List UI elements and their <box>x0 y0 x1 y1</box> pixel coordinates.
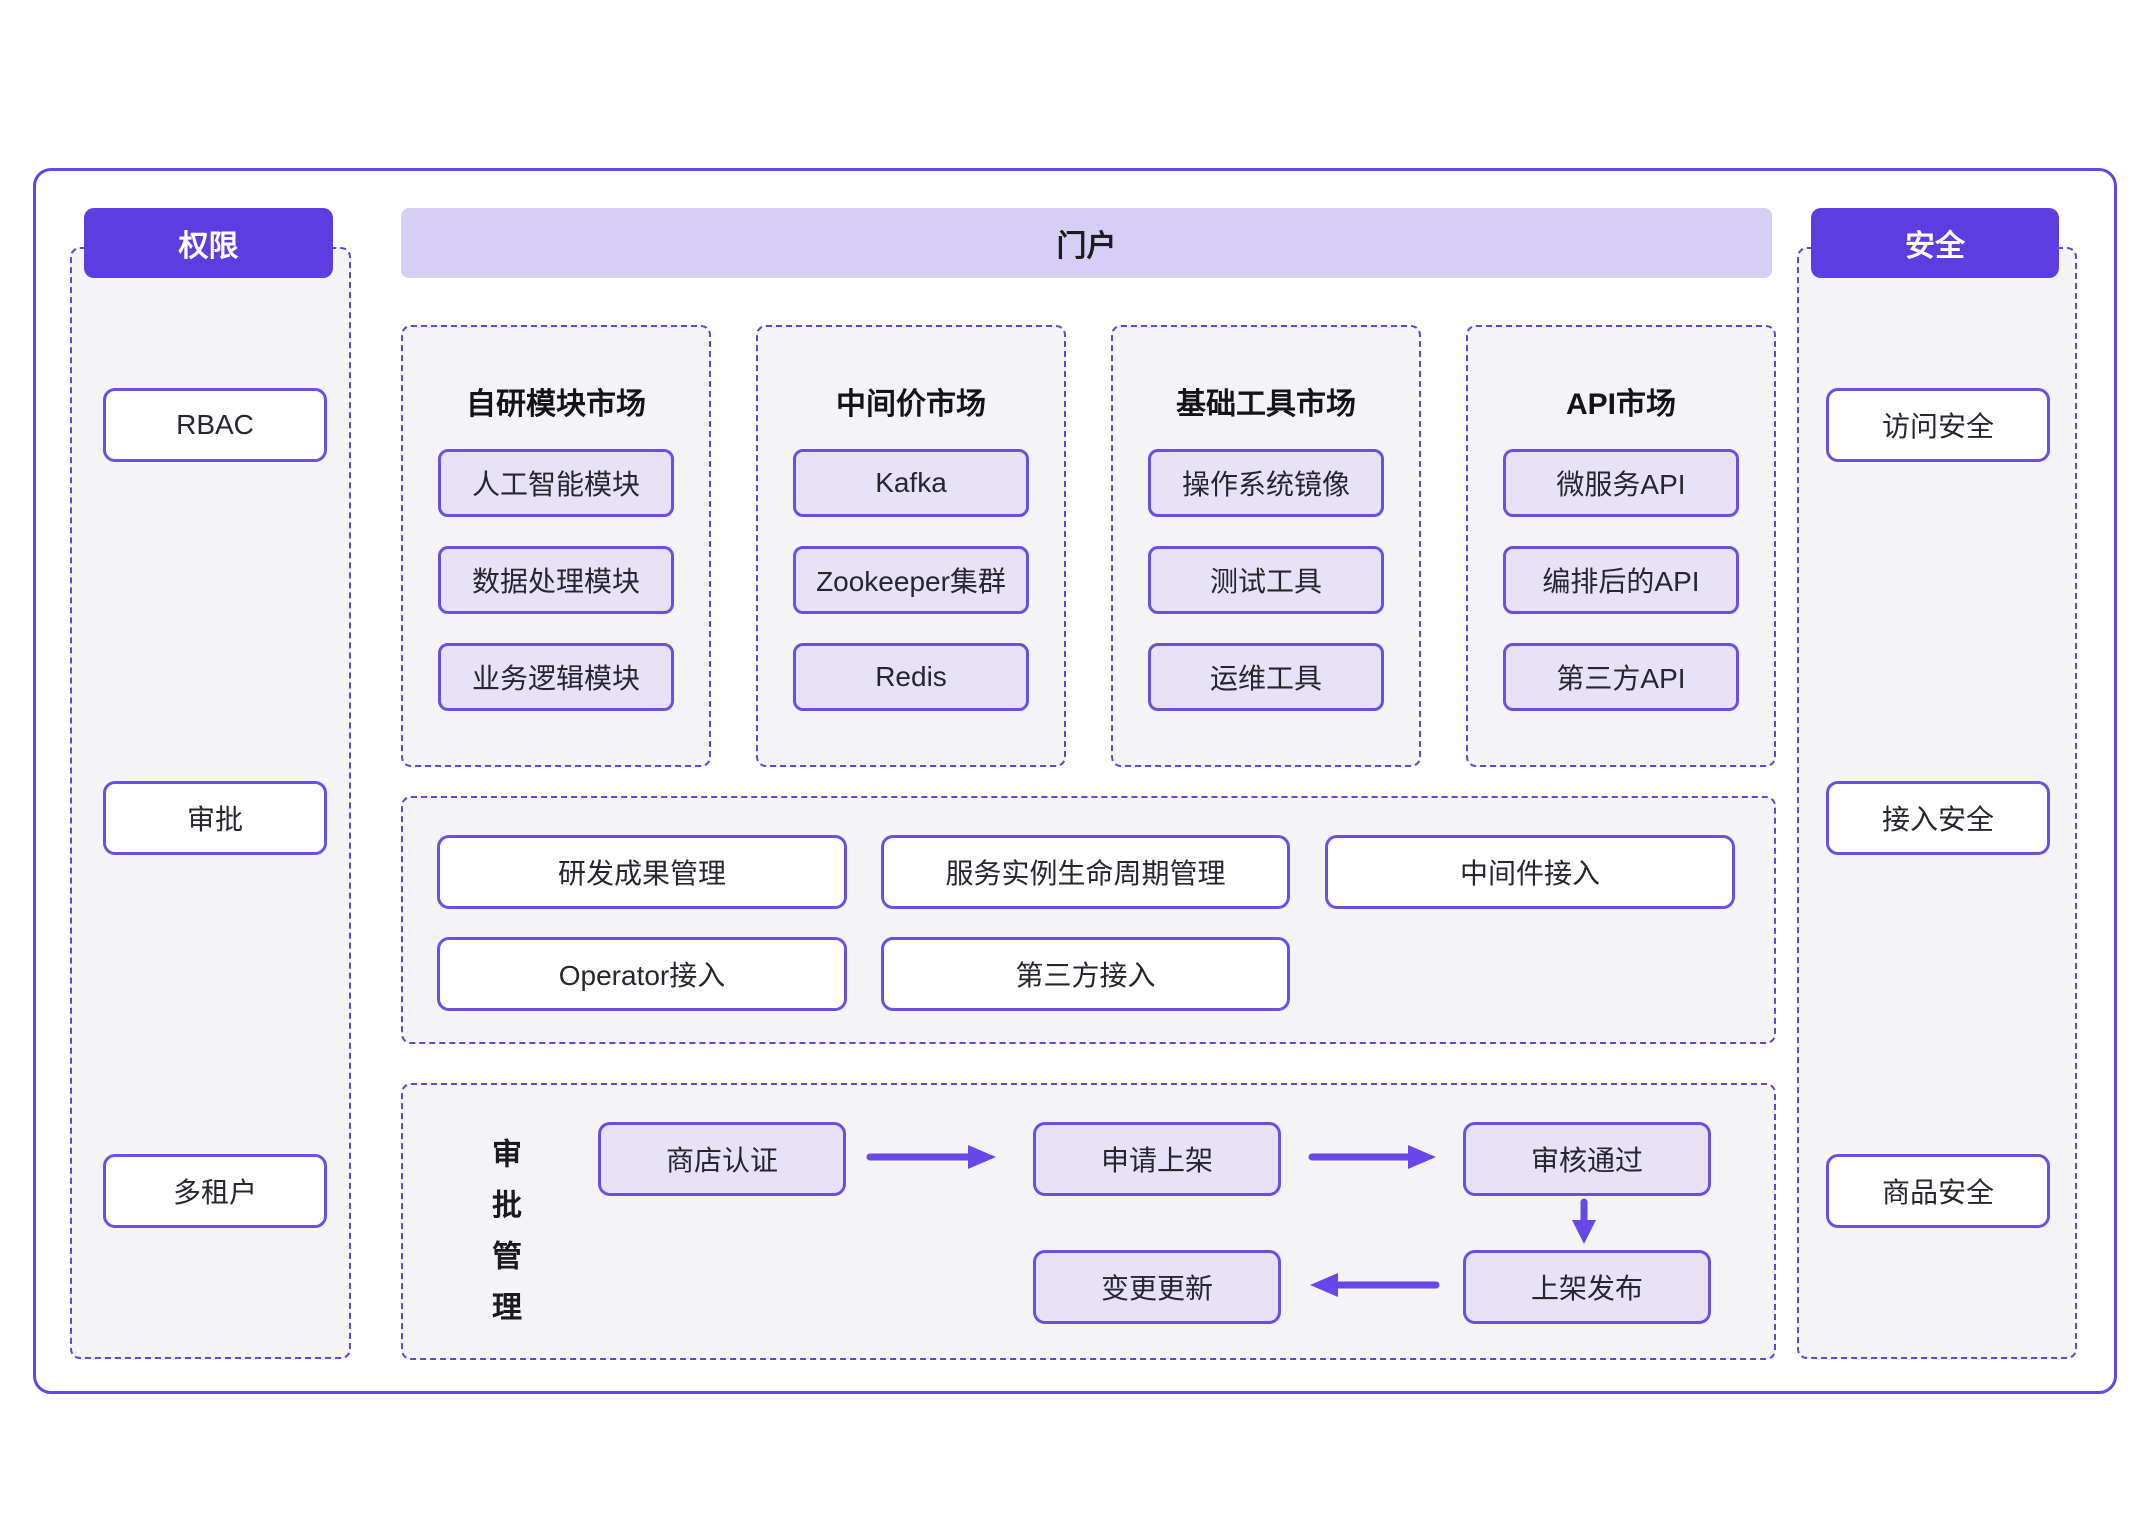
market-item: 测试工具 <box>1148 546 1384 614</box>
change-update-box: 变更更新 <box>1033 1250 1281 1324</box>
arrow-review-to-publish-icon <box>1567 1198 1601 1246</box>
arrow-apply-to-review-icon <box>1308 1140 1440 1174</box>
market-basic-tools: 基础工具市场 操作系统镜像 测试工具 运维工具 <box>1111 325 1421 767</box>
market-items: 操作系统镜像 测试工具 运维工具 <box>1148 449 1384 711</box>
rd-results-box: 研发成果管理 <box>437 835 847 909</box>
market-item: Kafka <box>793 449 1029 517</box>
market-item: 业务逻辑模块 <box>438 643 674 711</box>
operator-access-box: Operator接入 <box>437 937 847 1011</box>
market-item: 第三方API <box>1503 643 1739 711</box>
market-middleware: 中间价市场 Kafka Zookeeper集群 Redis <box>756 325 1066 767</box>
market-title: API市场 <box>1565 388 1676 421</box>
publish-box: 上架发布 <box>1463 1250 1711 1324</box>
market-item: Redis <box>793 643 1029 711</box>
market-item: 微服务API <box>1503 449 1739 517</box>
review-passed-box: 审核通过 <box>1463 1122 1711 1196</box>
market-item: Zookeeper集群 <box>793 546 1029 614</box>
approval-management-label: 审批管理 <box>487 1138 520 1342</box>
arrow-cert-to-apply-icon <box>866 1140 1000 1174</box>
service-lifecycle-box: 服务实例生命周期管理 <box>881 835 1290 909</box>
apply-listing-box: 申请上架 <box>1033 1122 1281 1196</box>
integration-security-box: 接入安全 <box>1826 781 2050 855</box>
market-items: Kafka Zookeeper集群 Redis <box>793 449 1029 711</box>
rbac-box: RBAC <box>103 388 327 462</box>
market-api: API市场 微服务API 编排后的API 第三方API <box>1466 325 1776 767</box>
market-item: 操作系统镜像 <box>1148 449 1384 517</box>
market-item: 人工智能模块 <box>438 449 674 517</box>
market-items: 人工智能模块 数据处理模块 业务逻辑模块 <box>438 449 674 711</box>
market-title: 自研模块市场 <box>466 388 646 421</box>
portal-header: 门户 <box>401 208 1772 278</box>
middleware-access-box: 中间件接入 <box>1325 835 1735 909</box>
multi-tenant-box: 多租户 <box>103 1154 327 1228</box>
market-items: 微服务API 编排后的API 第三方API <box>1503 449 1739 711</box>
store-certification-box: 商店认证 <box>598 1122 846 1196</box>
market-item: 运维工具 <box>1148 643 1384 711</box>
arrow-publish-to-update-icon <box>1306 1268 1440 1302</box>
approval-box: 审批 <box>103 781 327 855</box>
market-title: 中间价市场 <box>836 388 986 421</box>
market-title: 基础工具市场 <box>1176 388 1356 421</box>
permissions-header: 权限 <box>84 208 333 278</box>
third-party-access-box: 第三方接入 <box>881 937 1290 1011</box>
product-security-box: 商品安全 <box>1826 1154 2050 1228</box>
access-security-box: 访问安全 <box>1826 388 2050 462</box>
market-item: 编排后的API <box>1503 546 1739 614</box>
security-header: 安全 <box>1811 208 2059 278</box>
market-item: 数据处理模块 <box>438 546 674 614</box>
market-self-developed: 自研模块市场 人工智能模块 数据处理模块 业务逻辑模块 <box>401 325 711 767</box>
